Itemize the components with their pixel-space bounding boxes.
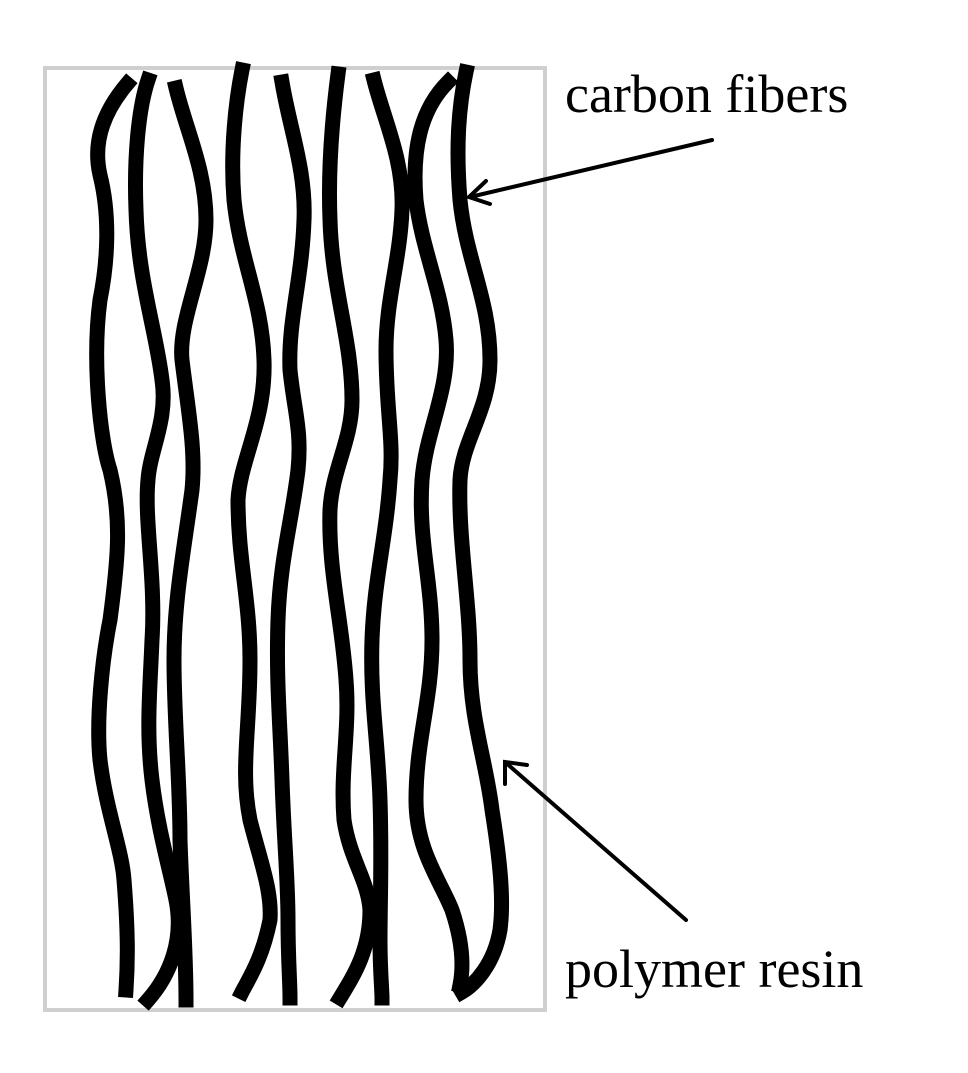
carbon-fiber [89,73,138,998]
carbon-fiber-group [89,61,510,1011]
resin-arrow [503,759,688,922]
carbon-fiber [407,71,470,994]
carbon-fiber [225,61,278,1003]
carbon-fiber [128,70,186,1011]
carbon-fibers-label: carbon fibers [565,64,848,124]
carbon-fiber [450,63,510,1003]
carbon-fiber [269,73,312,1006]
polymer-resin-label: polymer resin [565,939,863,999]
carbon-fiber [166,78,214,1008]
fibers-arrow [465,138,714,206]
carbon-fiber [364,70,410,1006]
carbon-fiber [321,65,378,1009]
